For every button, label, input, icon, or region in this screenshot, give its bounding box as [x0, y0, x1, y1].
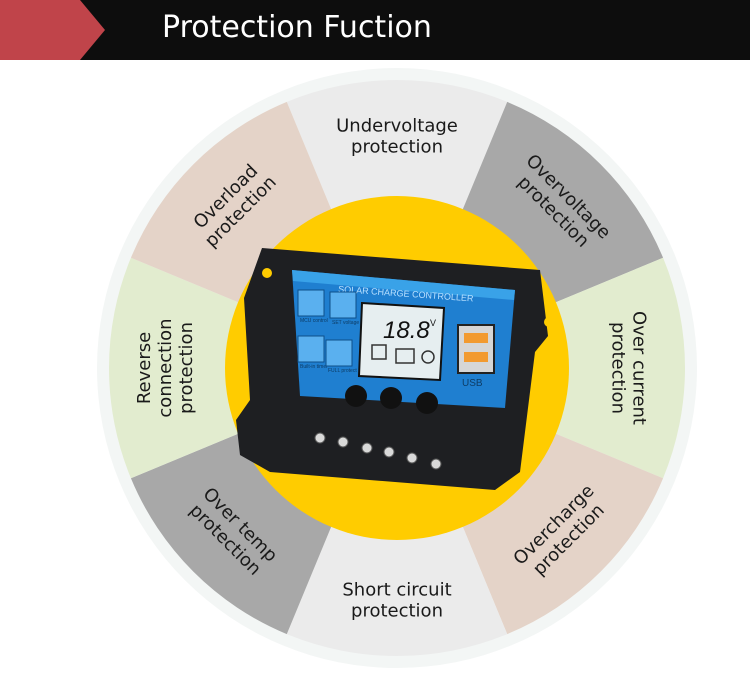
label-short-circuit-line2: protection	[351, 601, 443, 622]
label-over-current-line1: Over current	[629, 311, 650, 425]
label-undervoltage-line1: Undervoltage	[336, 116, 458, 137]
device-button-left	[345, 385, 367, 407]
label-reverse-connection-line1: Reverse	[134, 332, 155, 404]
lcd-unit: V	[430, 318, 436, 328]
segment-overvoltage	[462, 101, 664, 303]
battery-icon	[395, 348, 415, 364]
mcu-icon	[297, 289, 325, 317]
segment-overload	[130, 101, 332, 303]
usb-label: USB	[462, 378, 483, 389]
segment-reverse-connection	[109, 257, 240, 479]
usb-ports	[457, 324, 495, 374]
lock-icon	[325, 339, 353, 367]
usb-port-top	[464, 333, 488, 343]
svg-text:SET voltage: SET voltage	[332, 320, 359, 326]
label-over-current: Over currentprotection	[608, 311, 650, 425]
label-reverse-connection: Reverseconnectionprotection	[134, 318, 197, 417]
label-short-circuit-line1: Short circuit	[342, 580, 451, 601]
label-undervoltage-line2: protection	[351, 137, 443, 158]
segment-overcharge	[462, 433, 664, 635]
label-over-current-line2: protection	[608, 322, 629, 414]
solar-panel-icon	[371, 344, 387, 360]
device-button-right	[416, 392, 438, 414]
segment-undervoltage	[286, 80, 508, 211]
header-bar: Protection Fuction	[0, 0, 750, 60]
lcd-value: 18.8	[383, 317, 430, 344]
segment-over-current	[554, 257, 686, 479]
solar-charge-controller: SOLAR CHARGE CONTROLLER MCU control SET …	[233, 248, 554, 490]
svg-text:Built-in timer: Built-in timer	[300, 364, 328, 370]
device-button-middle	[380, 387, 402, 409]
label-reverse-connection-line3: protection	[176, 322, 197, 414]
page-title: Protection Fuction	[162, 10, 432, 45]
usb-port-bottom	[464, 352, 488, 362]
terminal-screws	[314, 432, 442, 470]
bulb-icon	[421, 350, 435, 364]
svg-text:MCU control: MCU control	[300, 318, 328, 324]
segment-short-circuit	[286, 525, 508, 656]
segment-over-temp	[130, 433, 332, 635]
header-arrow-icon	[0, 0, 105, 60]
label-reverse-connection-line2: connection	[155, 318, 176, 417]
gear-icon	[329, 291, 357, 319]
clock-icon	[297, 335, 325, 363]
svg-text:FULL protect: FULL protect	[328, 368, 357, 374]
